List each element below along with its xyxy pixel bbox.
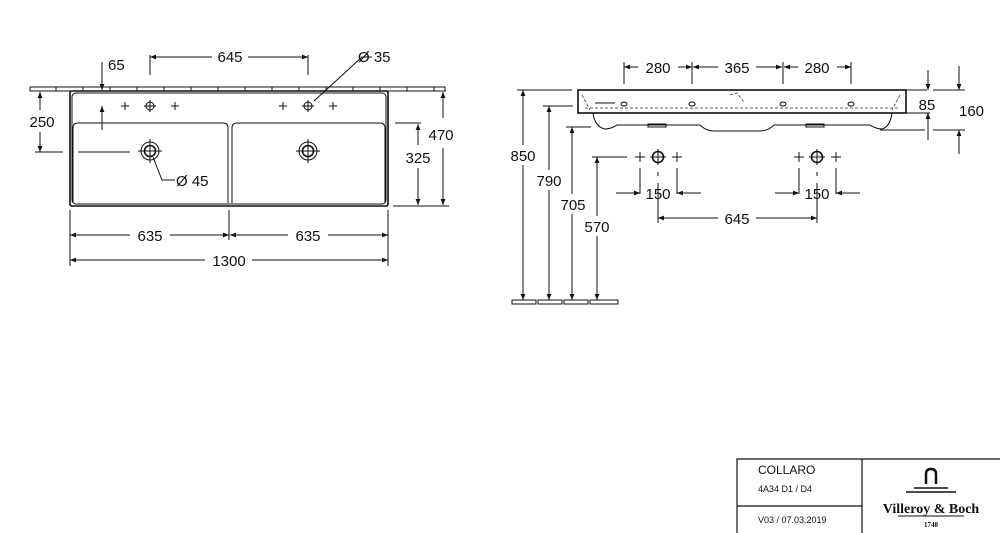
tap-holes-left: [121, 100, 179, 112]
basin-outline: [69, 90, 389, 207]
dim-seg-1: 280: [645, 60, 670, 77]
dim-h-705: 705: [560, 197, 585, 214]
tap-layout-left: [635, 149, 682, 223]
brand-name: Villeroy & Boch: [883, 502, 980, 517]
brand-year: 1748: [924, 521, 939, 529]
product-code: 4A34 D1 / D4: [758, 484, 812, 494]
dim-tap-right: 150: [804, 186, 829, 203]
dim-bowl-depth: 325: [405, 150, 430, 167]
drain-right: [296, 139, 320, 163]
brand-logo: Villeroy & Boch 1748: [883, 467, 980, 529]
side-view: 280 365 280 85 160 850 790 705 570: [510, 60, 984, 305]
dim-h-850: 850: [510, 148, 535, 165]
dim-h-790: 790: [536, 173, 561, 190]
floor-blocks: [511, 299, 619, 305]
dim-height: 160: [959, 103, 984, 120]
dim-bowl-right: 635: [295, 228, 320, 245]
version-date: V03 / 07.03.2019: [758, 515, 827, 525]
title-block: COLLARO 4A34 D1 / D4 V03 / 07.03.2019 Vi…: [736, 458, 1000, 533]
tap-holes-right: [279, 100, 337, 112]
drain-left: [138, 139, 162, 163]
basin-rim: [577, 89, 907, 114]
dim-tap-spacing: 645: [217, 49, 242, 66]
dim-drain-hole: Ø 45: [176, 173, 209, 190]
dim-total-width: 1300: [212, 253, 245, 270]
dim-rim: 85: [919, 97, 936, 114]
dim-tap-hole: Ø 35: [358, 49, 391, 66]
product-name: COLLARO: [758, 463, 815, 477]
dim-total-depth: 470: [428, 127, 453, 144]
tap-layout-right: [794, 149, 841, 223]
basin-underside: [592, 112, 893, 132]
top-view: 645 65 Ø 35 250 Ø 45 470 325 635 635 13: [29, 49, 453, 270]
bowl-left: [72, 122, 229, 203]
bowl-right: [231, 122, 386, 203]
dim-drain-spacing: 645: [724, 211, 749, 228]
dim-h-570: 570: [584, 219, 609, 236]
dim-tap-left: 150: [645, 186, 670, 203]
dim-drain-depth: 250: [29, 114, 54, 131]
dim-bowl-left: 635: [137, 228, 162, 245]
dim-seg-2: 365: [724, 60, 749, 77]
dim-tap-offset: 65: [108, 57, 125, 74]
dim-seg-3: 280: [804, 60, 829, 77]
